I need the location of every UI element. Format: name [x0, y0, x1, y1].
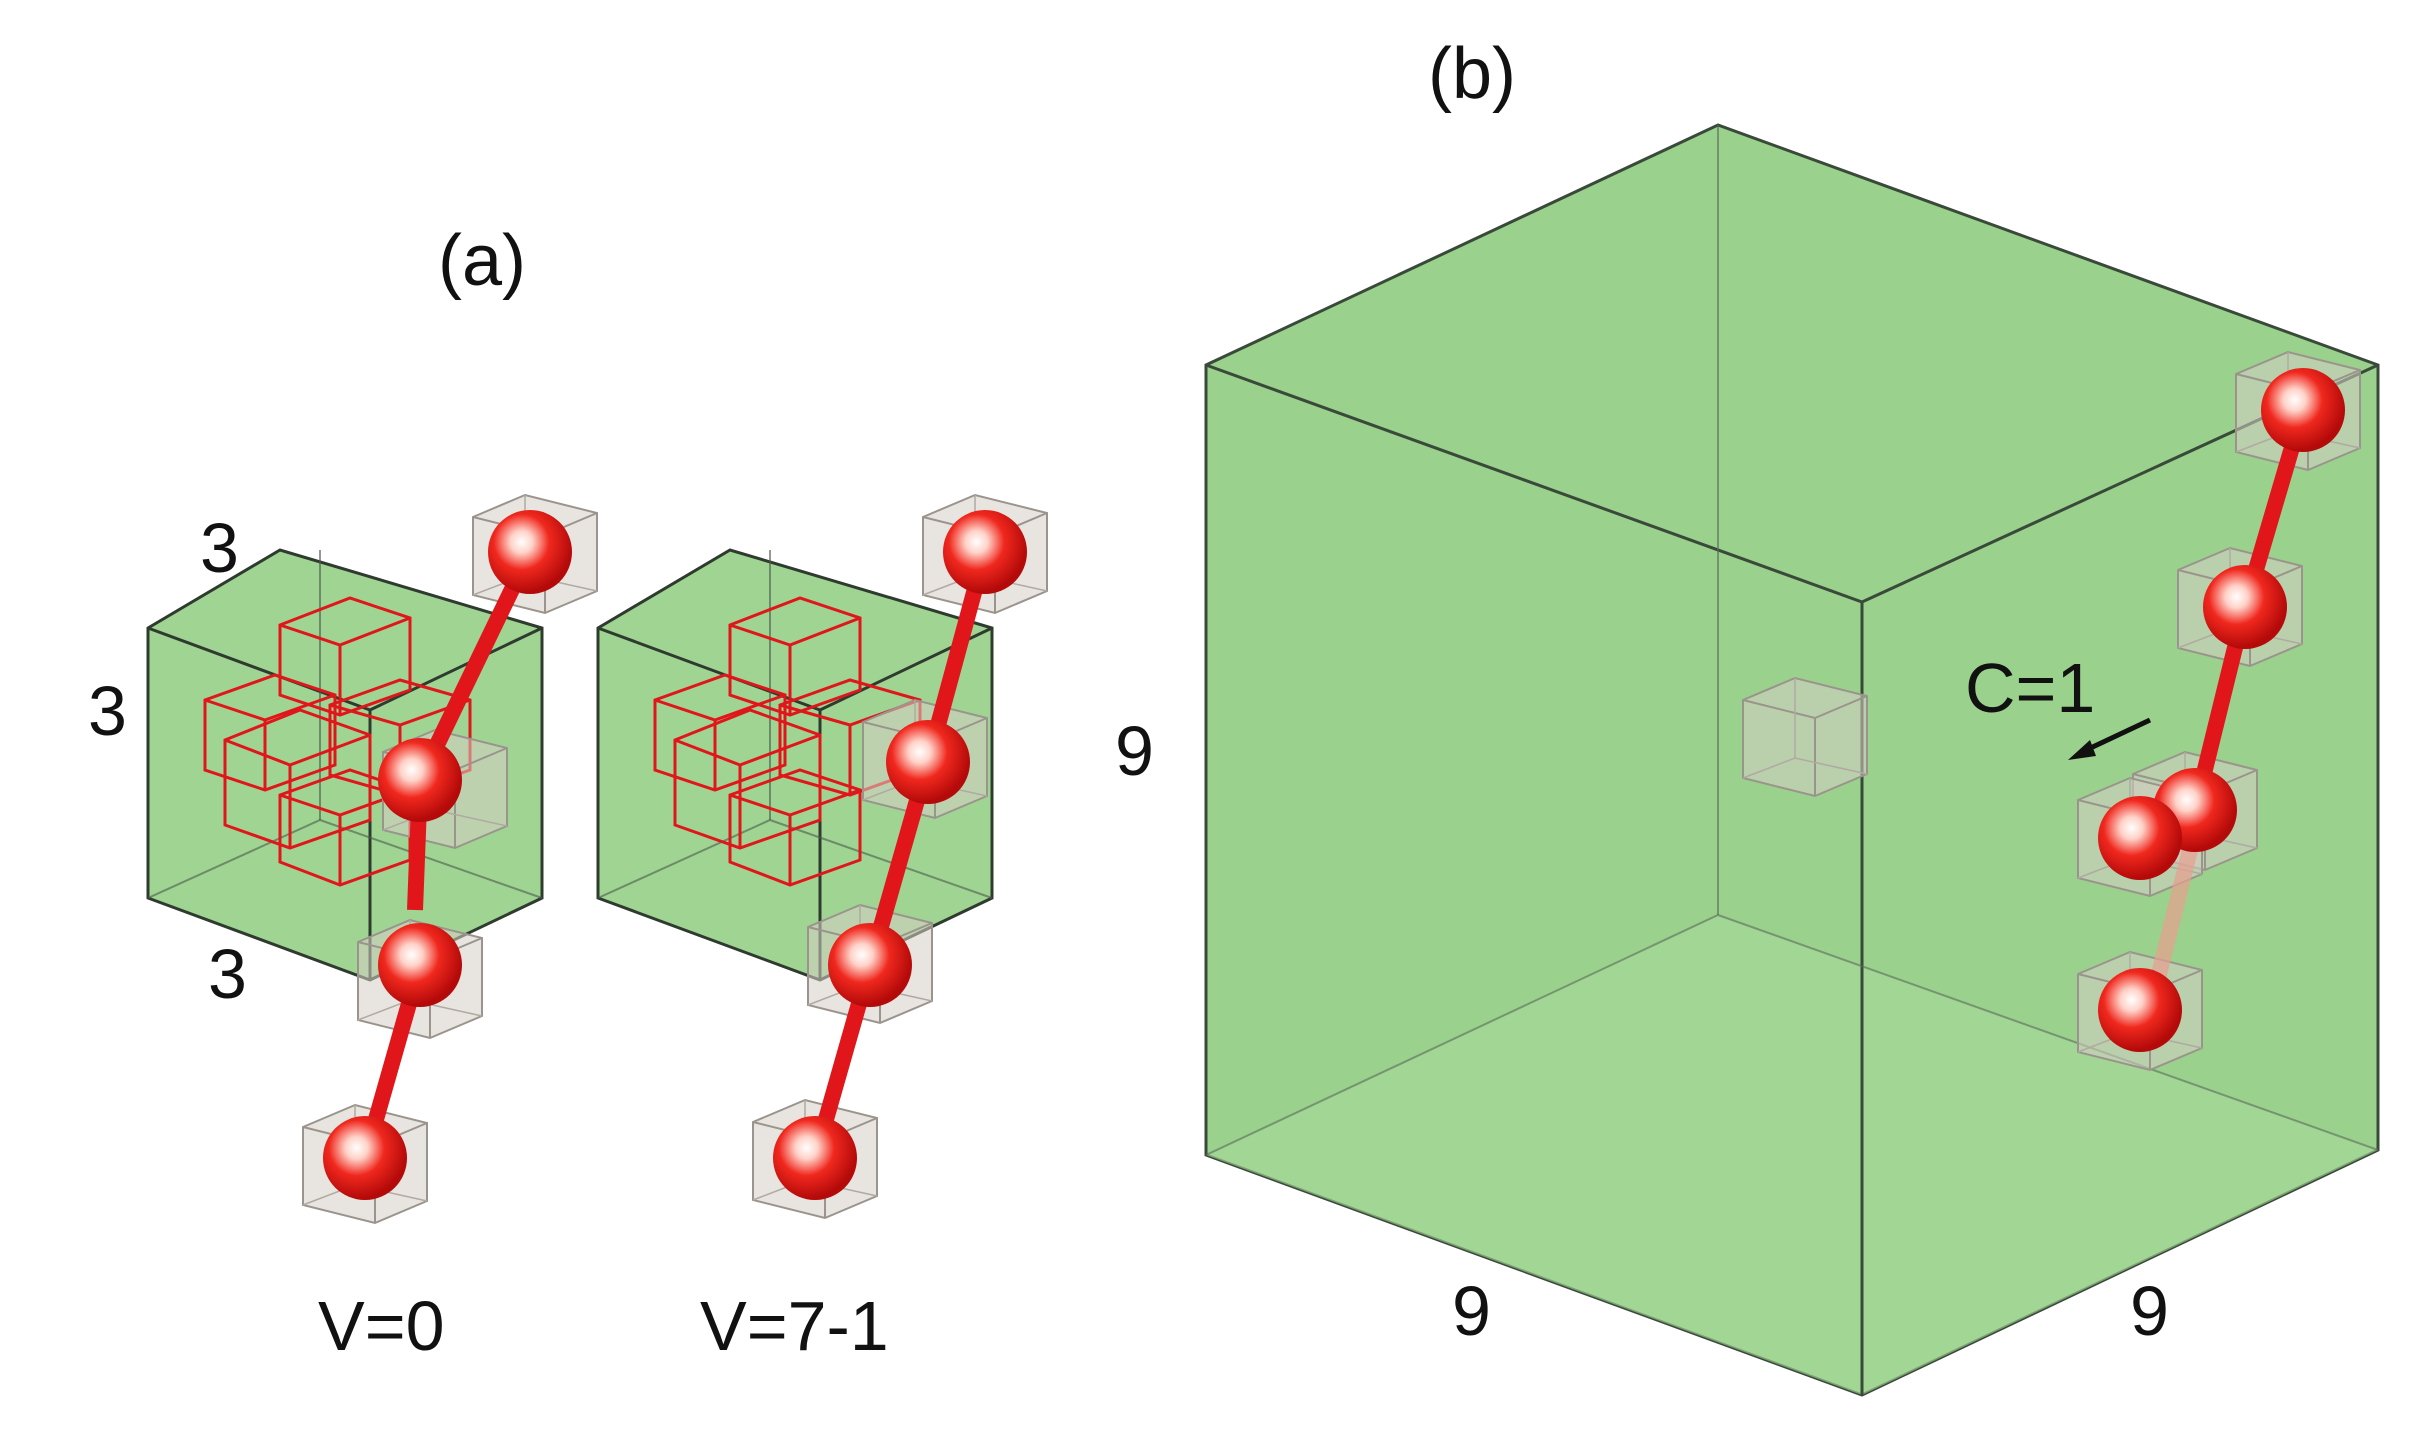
arrow-down-left-icon [2068, 717, 2152, 760]
bead [886, 720, 970, 804]
caption-v0: V=0 [318, 1287, 445, 1365]
bead [828, 923, 912, 1007]
dim-label-bottom-left: 9 [1452, 1272, 1491, 1350]
dim-label-bottom-right: 9 [2130, 1272, 2169, 1350]
chain-c1 [2077, 351, 2361, 1071]
chain-v0 [302, 494, 598, 1224]
bead [2203, 565, 2287, 649]
bond [412, 548, 538, 784]
bead [2261, 368, 2345, 452]
bead [488, 510, 572, 594]
bead [773, 1116, 857, 1200]
chain-v7 [752, 494, 1048, 1219]
panel-a-label: (a) [438, 221, 526, 301]
panel-b-label: (b) [1428, 34, 1516, 114]
bead [378, 923, 462, 1007]
dim-label-top: 3 [200, 509, 239, 587]
bead [943, 510, 1027, 594]
bead [323, 1116, 407, 1200]
panel-a: (a) [88, 221, 1048, 1365]
dim-label-bottom: 3 [208, 935, 247, 1013]
panel-b: (b) C=1 [1115, 34, 2380, 1397]
cube-v0 [146, 548, 544, 982]
bead [2098, 968, 2182, 1052]
ghost-cube [1742, 677, 1868, 797]
dim-label-left: 3 [88, 672, 127, 750]
caption-v7: V=7-1 [700, 1287, 889, 1365]
bead [2098, 796, 2182, 880]
annotation-c1: C=1 [1965, 649, 2095, 727]
bead [378, 738, 462, 822]
dim-label-height: 9 [1115, 712, 1154, 790]
